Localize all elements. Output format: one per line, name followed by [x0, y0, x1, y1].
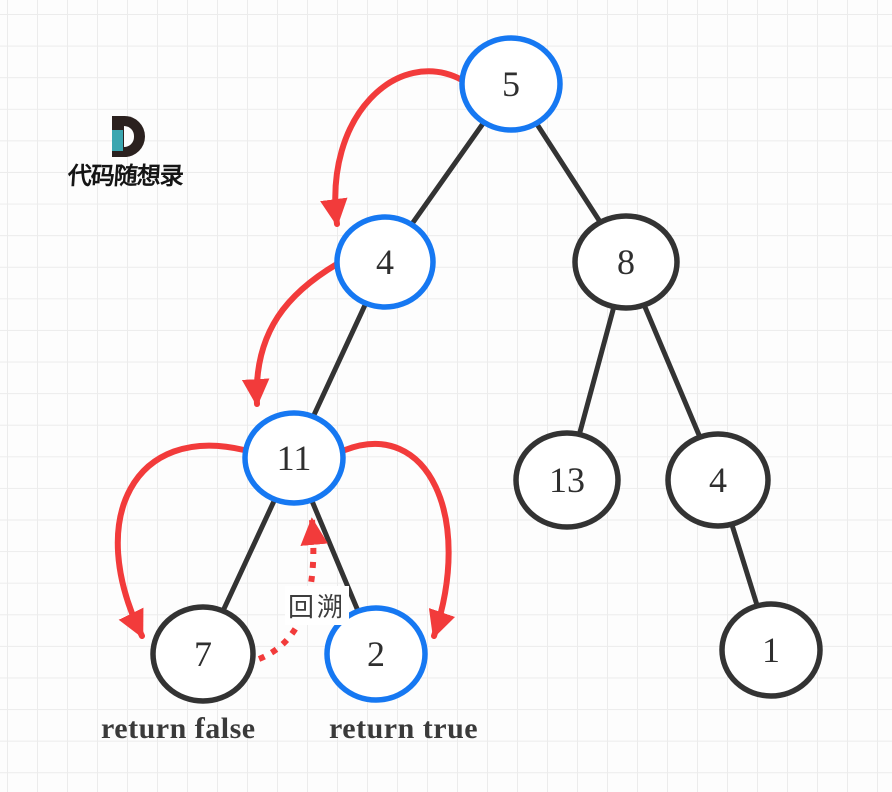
- tree-node-4-right: [665, 431, 771, 529]
- node-value: 8: [617, 242, 635, 282]
- backtrack-arrow-7-to-11: [257, 517, 328, 662]
- arrow-4-to-11: [241, 261, 340, 407]
- tree-edges: [200, 81, 774, 657]
- traversal-arrows: [114, 68, 465, 662]
- logo-d-teal-accent: [112, 130, 123, 151]
- node-value: 13: [549, 460, 585, 500]
- node-value: 11: [277, 438, 312, 478]
- tree-node-7: [150, 604, 256, 704]
- return-false-label: return false: [101, 712, 256, 745]
- tree-node-8: [572, 213, 680, 311]
- node-value: 1: [762, 630, 780, 670]
- tree-node-1: [719, 601, 823, 699]
- return-true-label: return true: [329, 712, 479, 745]
- node-value: 4: [709, 460, 727, 500]
- node-value: 4: [376, 242, 394, 282]
- node-value: 2: [367, 634, 385, 674]
- arrow-11-to-7: [114, 442, 247, 639]
- tree-node-values: 5 4 8 11 13 4 7 2 1: [194, 64, 780, 674]
- logo-d-icon: [112, 116, 145, 157]
- logo-d-hole: [124, 126, 134, 147]
- tree-node-13: [513, 430, 621, 530]
- brand-name: 代码随想录: [66, 162, 184, 190]
- backtrack-label: 回溯: [285, 586, 350, 625]
- tree-node-11: [242, 410, 346, 506]
- node-value: 5: [502, 64, 520, 104]
- arrow-11-to-2: [342, 441, 456, 639]
- tree-node-4-left: [334, 214, 436, 310]
- tree-node-2: [324, 605, 428, 703]
- arrow-5-to-4: [320, 68, 465, 227]
- node-value: 7: [194, 634, 212, 674]
- tree-node-5: [459, 35, 563, 133]
- tree-nodes: [150, 35, 823, 704]
